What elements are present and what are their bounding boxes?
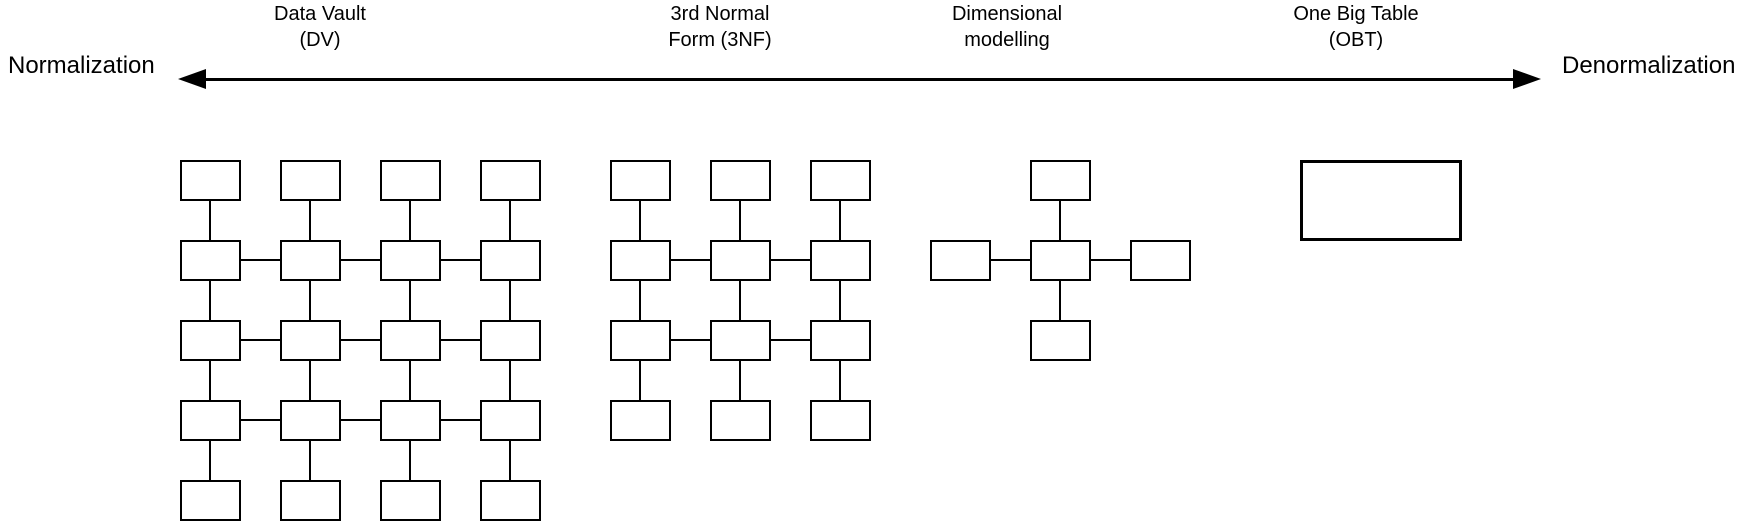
data-vault-model-box xyxy=(380,400,441,441)
third-normal-form-model-link xyxy=(639,201,641,240)
data-vault-model-link xyxy=(509,441,511,480)
third-normal-form-model-box xyxy=(810,320,871,361)
data-vault-model-box xyxy=(380,240,441,281)
data-vault-model-box xyxy=(280,400,341,441)
arrow-head-right-icon xyxy=(1513,69,1541,89)
data-vault-model-link xyxy=(341,339,380,341)
approach-label-line: (DV) xyxy=(299,29,341,51)
data-vault-model-link xyxy=(209,201,211,240)
approach-label-line: Dimensional xyxy=(951,3,1063,25)
dimensional-model-link xyxy=(1091,259,1130,261)
dimensional-model-link xyxy=(1059,201,1061,240)
data-vault-model-box xyxy=(480,160,541,201)
approach-label-line: One Big Table xyxy=(1293,3,1419,25)
data-vault-model-box xyxy=(180,400,241,441)
data-vault-model-box xyxy=(380,160,441,201)
third-normal-form-model-box xyxy=(610,400,671,441)
approach-label-line: 3rd Normal xyxy=(670,3,770,25)
third-normal-form-model-box xyxy=(710,240,771,281)
third-normal-form-model-link xyxy=(839,361,841,400)
data-vault-model-link xyxy=(409,201,411,240)
approach-label-line: Form (3NF) xyxy=(668,29,772,51)
third-normal-form-model-link xyxy=(739,201,741,240)
one-big-table-model-box xyxy=(1300,160,1462,241)
data-vault-model-link xyxy=(509,361,511,400)
approach-label-line: modelling xyxy=(964,29,1050,51)
third-normal-form-model-link xyxy=(739,361,741,400)
dimensional-model-link xyxy=(1059,281,1061,320)
approach-label-line: (OBT) xyxy=(1328,29,1384,51)
spectrum-arrow-line xyxy=(198,78,1515,81)
data-vault-model-link xyxy=(441,259,480,261)
denormalization-label: Denormalization xyxy=(1562,52,1736,79)
data-vault-model-box xyxy=(180,320,241,361)
dimensional-model-dimension-box xyxy=(930,240,991,281)
third-normal-form-model-link xyxy=(639,281,641,320)
third-normal-form-model-link xyxy=(739,281,741,320)
data-vault-model-link xyxy=(409,281,411,320)
dimensional-model-link xyxy=(991,259,1030,261)
approach-label-third-normal-form: 3rd Normal Form (3NF) xyxy=(600,1,840,53)
data-vault-model-box xyxy=(280,480,341,521)
data-vault-model-link xyxy=(509,201,511,240)
data-vault-model-box xyxy=(480,480,541,521)
dimensional-model-fact-box xyxy=(1030,240,1091,281)
data-vault-model-link xyxy=(209,361,211,400)
normalization-label: Normalization xyxy=(8,52,155,79)
approach-label-data-vault: Data Vault (DV) xyxy=(200,1,440,53)
data-vault-model-box xyxy=(180,240,241,281)
data-vault-model-link xyxy=(209,441,211,480)
data-vault-model-box xyxy=(380,480,441,521)
dimensional-model-dimension-box xyxy=(1030,160,1091,201)
data-vault-model-box xyxy=(480,400,541,441)
third-normal-form-model-link xyxy=(671,339,710,341)
third-normal-form-model-link xyxy=(839,281,841,320)
data-vault-model-box xyxy=(280,160,341,201)
third-normal-form-model-box xyxy=(710,400,771,441)
data-vault-model-box xyxy=(280,240,341,281)
data-vault-model-link xyxy=(409,441,411,480)
third-normal-form-model-box xyxy=(810,160,871,201)
data-vault-model-box xyxy=(380,320,441,361)
data-vault-model-link xyxy=(241,419,280,421)
data-vault-model-link xyxy=(209,281,211,320)
data-vault-model-link xyxy=(309,361,311,400)
approach-label-line: Data Vault xyxy=(274,3,366,25)
data-vault-model-link xyxy=(309,441,311,480)
data-vault-model-link xyxy=(341,259,380,261)
third-normal-form-model-link xyxy=(839,201,841,240)
data-vault-model-link xyxy=(241,259,280,261)
approach-label-one-big-table: One Big Table (OBT) xyxy=(1236,1,1476,53)
third-normal-form-model-box xyxy=(610,320,671,361)
third-normal-form-model-box xyxy=(610,160,671,201)
data-vault-model-box xyxy=(180,480,241,521)
data-vault-model-link xyxy=(441,419,480,421)
data-vault-model-box xyxy=(180,160,241,201)
data-vault-model-link xyxy=(509,281,511,320)
data-vault-model-link xyxy=(441,339,480,341)
data-vault-model-link xyxy=(241,339,280,341)
third-normal-form-model-box xyxy=(810,400,871,441)
data-vault-model-link xyxy=(309,201,311,240)
third-normal-form-model-link xyxy=(671,259,710,261)
data-vault-model-link xyxy=(409,361,411,400)
dimensional-model-dimension-box xyxy=(1130,240,1191,281)
data-vault-model-box xyxy=(480,320,541,361)
third-normal-form-model-link xyxy=(771,339,810,341)
arrow-head-left-icon xyxy=(178,69,206,89)
approach-label-dimensional-modelling: Dimensional modelling xyxy=(887,1,1127,53)
data-vault-model-box xyxy=(480,240,541,281)
data-vault-model-link xyxy=(341,419,380,421)
third-normal-form-model-box xyxy=(710,160,771,201)
third-normal-form-model-link xyxy=(639,361,641,400)
third-normal-form-model-box xyxy=(610,240,671,281)
third-normal-form-model-link xyxy=(771,259,810,261)
third-normal-form-model-box xyxy=(810,240,871,281)
data-vault-model-link xyxy=(309,281,311,320)
dimensional-model-dimension-box xyxy=(1030,320,1091,361)
data-vault-model-box xyxy=(280,320,341,361)
third-normal-form-model-box xyxy=(710,320,771,361)
